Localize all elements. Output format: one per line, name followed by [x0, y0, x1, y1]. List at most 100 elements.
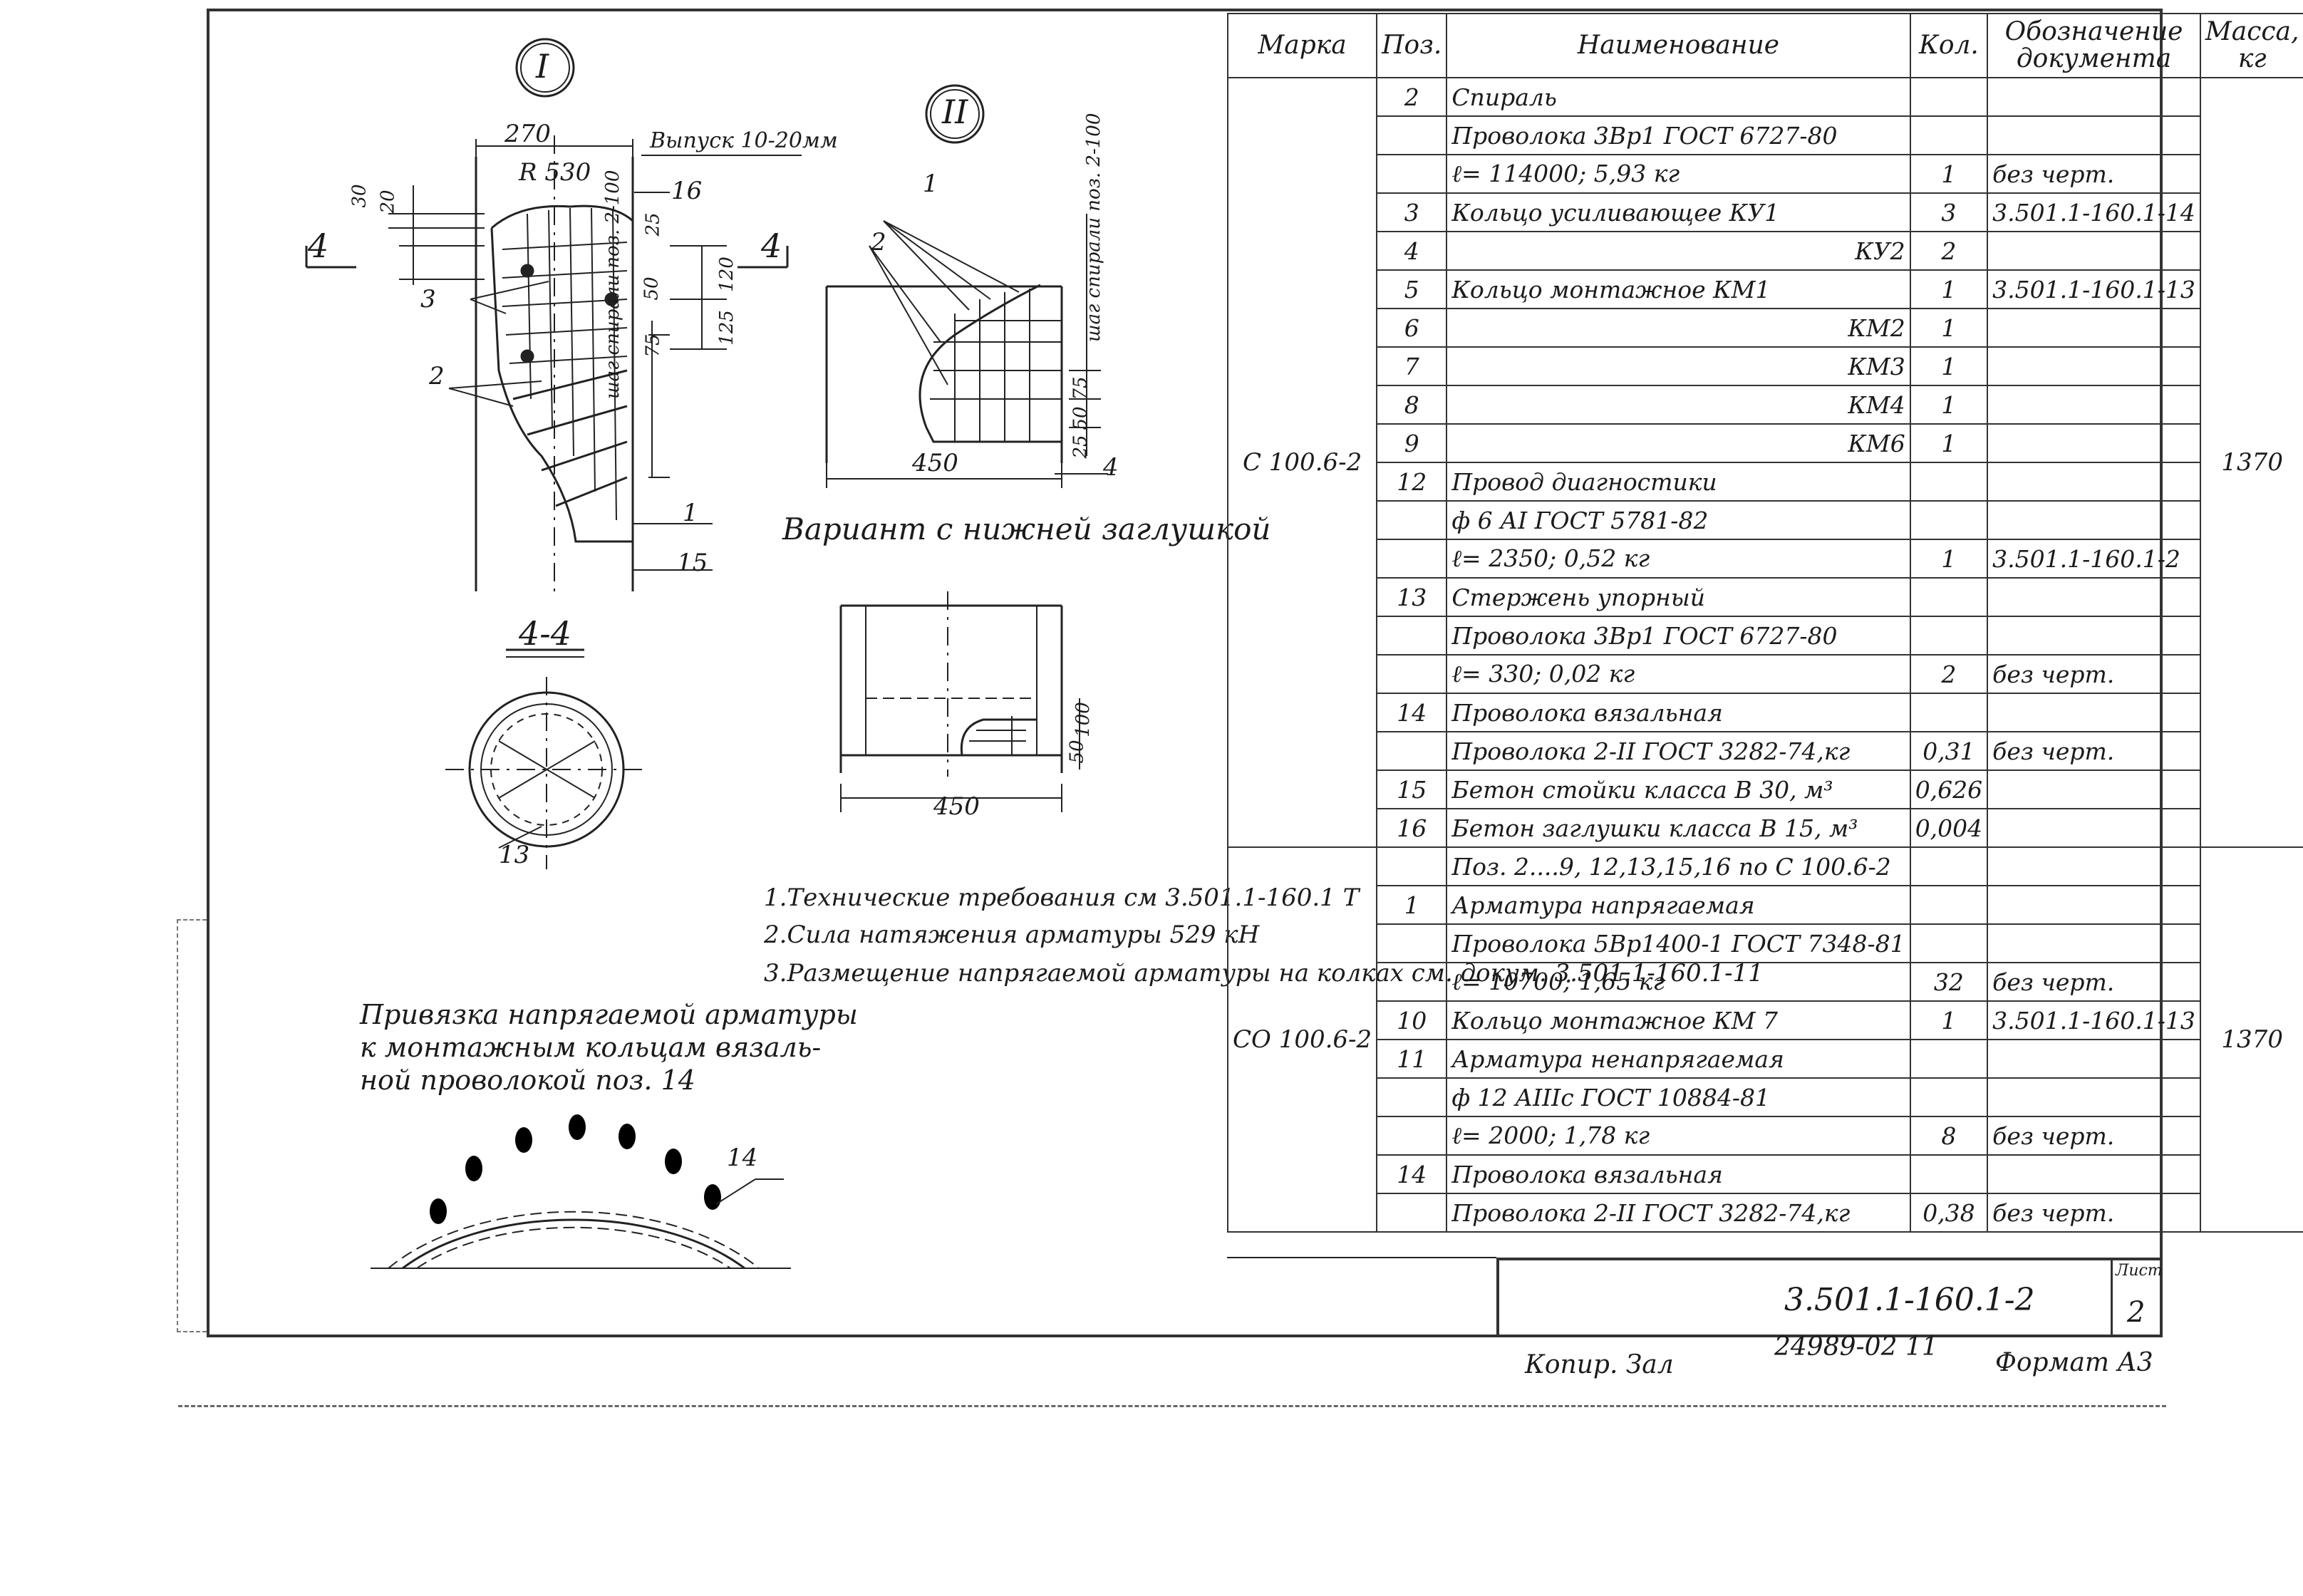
- cell-name: КУ2: [1446, 231, 1911, 271]
- view-2-dim-50: 50: [1070, 406, 1092, 430]
- section-4-4-drawing: [445, 648, 648, 869]
- cell-pos: 10: [1376, 1000, 1448, 1040]
- cell-name: Арматура напрягаемая: [1446, 885, 1911, 925]
- table-row: Проволока 3Вр1 ГОСТ 6727-80: [1228, 115, 2303, 155]
- cell-name: Проволока 2-II ГОСТ 3282-74,кг: [1446, 731, 1911, 771]
- cell-pos: [1376, 1116, 1448, 1156]
- sheet-label: Лист: [2116, 1262, 2163, 1280]
- cell-name: КМ4: [1446, 385, 1911, 425]
- cell-name: ℓ= 2350; 0,52 кг: [1446, 539, 1911, 579]
- dim-25: 25: [642, 212, 664, 237]
- dim-20: 20: [377, 190, 399, 214]
- cell-doc: [1987, 808, 2201, 848]
- view-2-pos-4: 4: [1103, 453, 1119, 482]
- table-row: Проволока 3Вр1 ГОСТ 6727-80: [1228, 616, 2303, 656]
- dim-width-270: 270: [504, 120, 551, 148]
- pos-15-label: 15: [677, 549, 708, 577]
- cell-doc: [1987, 846, 2201, 886]
- cell-qty: 3: [1909, 192, 1989, 232]
- header-name: Наименование: [1446, 13, 1911, 78]
- cell-name: ℓ= 330; 0,02 кг: [1446, 654, 1911, 694]
- cell-doc: [1987, 423, 2201, 463]
- view-2-dim-75: 75: [1070, 376, 1092, 400]
- pos-1-label: 1: [683, 499, 698, 527]
- cell-qty: 1: [1909, 308, 1989, 348]
- cell-doc: [1987, 77, 2201, 117]
- cell-pos: 16: [1376, 808, 1448, 848]
- pos-2-label: 2: [429, 362, 445, 390]
- header-mark: Марка: [1226, 13, 1378, 78]
- cell-doc: [1987, 115, 2201, 155]
- table-row: Проволока 5Вр1400-1 ГОСТ 7348-81: [1228, 923, 2303, 963]
- cell-doc: [1987, 693, 2201, 732]
- cell-doc: без черт.: [1987, 1116, 2201, 1156]
- cell-doc: [1987, 462, 2201, 502]
- view-2-spiral-step: шаг спирали поз. 2-100: [1083, 113, 1104, 342]
- cell-doc: 3.501.1-160.1-13: [1987, 1000, 2201, 1040]
- cell-pos: 2: [1376, 77, 1448, 117]
- tie-caption-line-1: Привязка напрягаемой арматуры: [360, 999, 858, 1030]
- dim-50: 50: [641, 276, 663, 301]
- table-header-row: Марка Поз. Наименование Кол. Обозначение…: [1226, 13, 2303, 78]
- order-number: 24989-02 11: [1774, 1332, 1938, 1362]
- dim-release: Выпуск 10-20мм: [650, 128, 838, 153]
- cell-qty: [1909, 1039, 1989, 1079]
- variant-drawing: [839, 591, 1080, 812]
- view-1-marker: I: [536, 47, 549, 86]
- view-1-spiral-step: шаг спирали поз. 2-100: [602, 170, 623, 399]
- cell-doc: без черт.: [1987, 1193, 2201, 1233]
- document-code: 3.501.1-160.1-2: [1784, 1282, 2035, 1318]
- cell-doc: [1987, 770, 2201, 809]
- variant-dim-50: 50: [1066, 740, 1088, 764]
- dim-120: 120: [715, 256, 738, 292]
- cell-doc: [1987, 308, 2201, 348]
- variant-dim-100: 100: [1072, 702, 1094, 737]
- cell-name: ф 6 АI ГОСТ 5781-82: [1446, 500, 1911, 540]
- view-1-marker-circle: [515, 38, 575, 98]
- cell-doc: [1987, 616, 2201, 656]
- cell-qty: [1909, 115, 1989, 155]
- cell-name: Арматура ненапрягаемая: [1446, 1039, 1911, 1079]
- cell-name: ℓ= 114000; 5,93 кг: [1446, 154, 1911, 194]
- table-row: ф 12 АIIIс ГОСТ 10884-81: [1228, 1077, 2303, 1117]
- cell-pos: 6: [1376, 308, 1448, 348]
- tie-arc-drawing: [371, 1114, 791, 1270]
- sheet-number: 2: [2127, 1296, 2146, 1329]
- cell-qty: [1909, 462, 1989, 502]
- cell-doc: [1987, 346, 2201, 386]
- cell-mass: 1370: [2199, 77, 2303, 848]
- table-row: ф 6 АI ГОСТ 5781-82: [1228, 500, 2303, 540]
- cell-doc: 3.501.1-160.1-2: [1987, 539, 2201, 579]
- cell-pos: [1376, 923, 1448, 963]
- cell-pos: 14: [1376, 1154, 1448, 1194]
- cell-doc: [1987, 500, 2201, 540]
- cell-qty: [1909, 500, 1989, 540]
- cell-pos: [1376, 654, 1448, 694]
- cell-pos: 9: [1376, 423, 1448, 463]
- cell-doc: без черт.: [1987, 654, 2201, 694]
- binding-margin: [177, 919, 207, 1332]
- cell-name: ℓ= 10700; 1,65 кг: [1446, 962, 1911, 1002]
- cell-pos: [1376, 500, 1448, 540]
- pos-13-label: 13: [499, 841, 530, 869]
- cell-name: Проволока 2-II ГОСТ 3282-74,кг: [1446, 1193, 1911, 1233]
- cell-doc: без черт.: [1987, 154, 2201, 194]
- cell-qty: [1909, 1077, 1989, 1117]
- cell-pos: [1376, 539, 1448, 579]
- cell-pos: 7: [1376, 346, 1448, 386]
- variant-dim-450: 450: [933, 792, 980, 821]
- cell-qty: [1909, 693, 1989, 732]
- cell-name: Проволока 3Вр1 ГОСТ 6727-80: [1446, 115, 1911, 155]
